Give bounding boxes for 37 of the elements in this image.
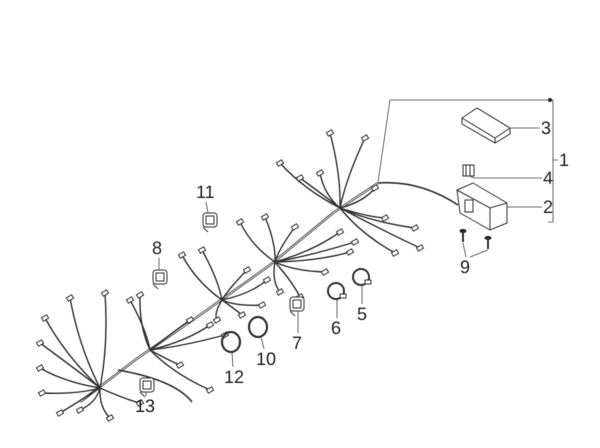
- leader-line: [470, 250, 488, 258]
- callout-number: 6: [331, 318, 342, 338]
- leader-line: [378, 100, 558, 182]
- leader-line: [206, 202, 208, 214]
- wiring-harness-drawing: [36, 129, 458, 422]
- leader-line: [462, 242, 466, 258]
- callout-number: 7: [292, 333, 302, 353]
- callout-number: 2: [543, 197, 554, 217]
- leader-line: [232, 352, 234, 368]
- clip-drawing: [152, 270, 168, 290]
- clip-drawing: [140, 378, 154, 398]
- screw-drawing: [460, 228, 466, 242]
- leader-line: [336, 298, 338, 318]
- callout-number: 11: [196, 182, 215, 202]
- callout-number: 3: [541, 118, 552, 138]
- callout-number: 13: [135, 396, 156, 416]
- leader-line: [506, 206, 542, 208]
- clip-drawing: [290, 296, 304, 316]
- callout-number: 4: [543, 168, 554, 188]
- callout-number: 10: [256, 349, 276, 369]
- leader-line: [158, 258, 160, 270]
- connector-drawing: [462, 164, 474, 176]
- ring-clip: [220, 330, 242, 354]
- hose-clamp-drawing: [327, 282, 346, 300]
- callout-number: 5: [357, 304, 368, 324]
- clip-drawing: [202, 212, 218, 232]
- callout-number: 9: [460, 257, 470, 277]
- ring-clip: [248, 316, 268, 338]
- hose-clamp-drawing: [352, 268, 372, 286]
- callout-number: 12: [224, 367, 244, 387]
- callout-number: 8: [152, 238, 162, 258]
- block-drawing: [462, 107, 510, 144]
- leader-line: [260, 336, 264, 350]
- screw-drawing: [484, 236, 492, 249]
- leader-line: [470, 176, 542, 178]
- callout-number: 1: [559, 150, 570, 170]
- control-box-drawing: [456, 182, 508, 231]
